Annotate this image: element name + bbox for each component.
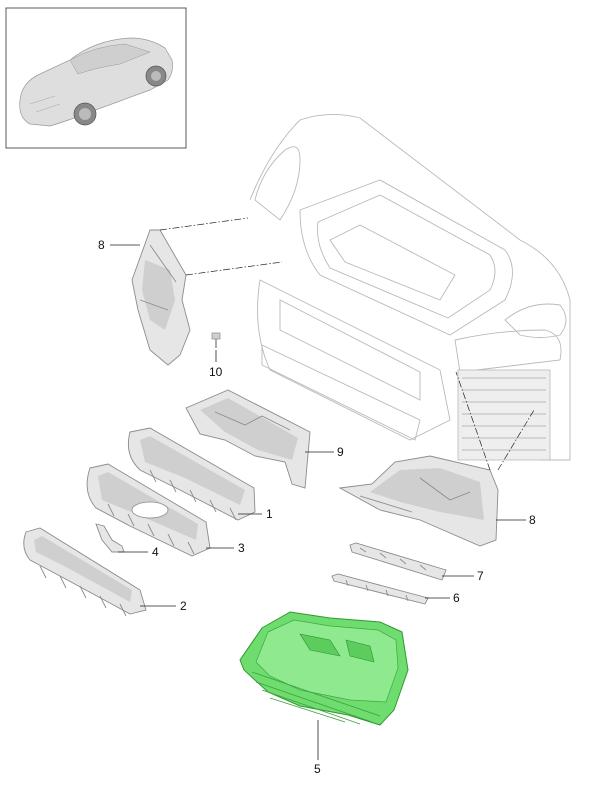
callout-2: 2 [180,599,187,613]
part-1-grille [127,427,256,521]
part-9-air-guide [185,389,311,489]
part-8-left-duct [131,229,191,366]
callout-10: 10 [209,365,223,379]
callout-labels: 8 10 9 1 3 4 2 8 7 6 5 [98,238,536,776]
callout-1: 1 [266,507,273,521]
callout-4: 4 [152,545,159,559]
part-5-carrier-highlighted [239,611,409,726]
callout-6: 6 [453,591,460,605]
callout-8-lower: 8 [529,513,536,527]
part-2-lower-grille [23,527,147,617]
part-8-right-duct [338,455,499,547]
part-7-insert [349,542,447,581]
callout-3: 3 [238,541,245,555]
callout-7: 7 [477,569,484,583]
part-4-bracket [95,523,125,553]
callout-9: 9 [337,445,344,459]
leader-lines [110,244,526,760]
vehicle-thumbnail [5,7,187,149]
car-front-body [249,114,571,461]
callout-8-upper: 8 [98,238,105,252]
part-10-clip [211,332,221,348]
assembly-lines [159,217,535,471]
part-6-strip [331,573,429,605]
callout-5: 5 [314,762,321,776]
car-icon [19,37,173,127]
part-3-grille [86,463,211,557]
